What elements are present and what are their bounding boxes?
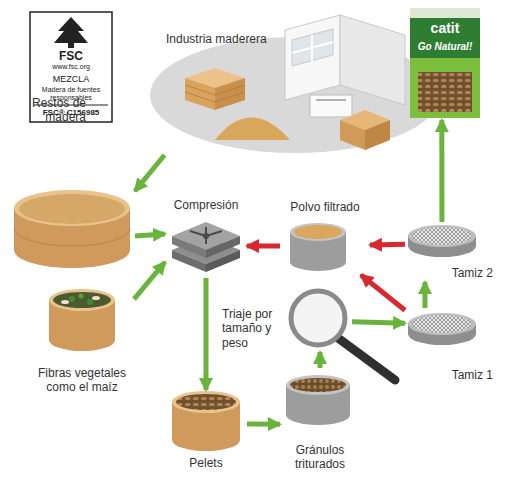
node-label: Pelets bbox=[165, 456, 247, 470]
flow-arrow bbox=[361, 275, 405, 310]
node-label: Compresión bbox=[165, 198, 247, 212]
crate bbox=[365, 120, 390, 150]
fibre-leaf bbox=[69, 296, 75, 302]
node-label: Gránulos triturados bbox=[280, 443, 360, 472]
process-node: Gránulos triturados bbox=[280, 368, 360, 476]
crate bbox=[340, 120, 365, 150]
flow-arrow bbox=[422, 282, 427, 308]
filtered-dust bbox=[294, 225, 342, 239]
process-node: Tamiz 1 bbox=[405, 308, 493, 384]
bag-window bbox=[418, 72, 472, 112]
node-label: Tamiz 1 bbox=[443, 368, 493, 382]
flow-arrow bbox=[204, 278, 209, 390]
logo-text: FSC® C156985 bbox=[30, 108, 112, 118]
process-node: Restos de madera bbox=[10, 92, 135, 272]
magnifier-handle bbox=[338, 338, 395, 380]
logo-text: Madera de fuentes responsables bbox=[34, 86, 108, 103]
tree-logo bbox=[54, 17, 88, 48]
node-label: catit bbox=[405, 20, 485, 37]
saw-blade bbox=[316, 99, 346, 101]
node-label: Industria maderera bbox=[166, 32, 286, 46]
flow-arrow bbox=[247, 422, 280, 427]
flow-arrow bbox=[134, 262, 165, 299]
bowl-rim bbox=[14, 190, 130, 226]
bowl-rim bbox=[290, 223, 346, 241]
flow-arrow bbox=[370, 242, 405, 248]
plank-line bbox=[185, 85, 245, 102]
corn-fibre bbox=[92, 296, 100, 300]
connectors bbox=[134, 120, 442, 424]
flow-arrow bbox=[135, 155, 165, 191]
sawdust bbox=[19, 194, 125, 224]
pellets bbox=[176, 394, 236, 410]
granules bbox=[290, 378, 346, 392]
node-label: Polvo filtrado bbox=[280, 200, 370, 214]
node-label: Tamiz 2 bbox=[443, 266, 493, 280]
press-plate bbox=[172, 236, 206, 258]
window-bar bbox=[292, 42, 333, 53]
bowl-rim bbox=[49, 289, 115, 311]
corn-fibre bbox=[61, 300, 69, 304]
plant-fibres bbox=[53, 292, 111, 308]
fibre-leaf bbox=[79, 294, 84, 299]
wood-grain bbox=[14, 228, 130, 246]
press-handle bbox=[190, 227, 222, 244]
flow-arrow bbox=[439, 120, 444, 222]
process-node: Tamiz 2 bbox=[405, 222, 493, 282]
logo-text: www.fsc.org bbox=[30, 63, 112, 71]
fibre-leaf bbox=[87, 299, 93, 305]
building-wall bbox=[285, 15, 340, 100]
node-label: Fibras vegetales como el maíz bbox=[32, 366, 132, 395]
building-wall bbox=[340, 15, 405, 105]
process-node: Triaje por tamaño y peso bbox=[222, 285, 352, 352]
building-window bbox=[292, 29, 333, 66]
flow-arrow bbox=[318, 352, 323, 368]
node-label: Triaje por tamaño y peso bbox=[222, 307, 288, 350]
process-node: catit Go Natural! bbox=[405, 5, 485, 120]
magnifier-lens bbox=[291, 291, 345, 345]
process-node: Polvo filtrado bbox=[280, 200, 370, 275]
logo-text: MEZCLA bbox=[30, 74, 112, 85]
plank-stack bbox=[215, 78, 245, 110]
press-hub bbox=[203, 233, 209, 239]
plank-stack bbox=[185, 78, 215, 110]
sieve-rim bbox=[408, 225, 476, 247]
sieve-mesh bbox=[412, 227, 472, 245]
logo-text: FSC bbox=[30, 49, 112, 63]
flow-arrow bbox=[135, 234, 165, 236]
press-plate bbox=[206, 236, 240, 258]
process-node: Pelets bbox=[165, 390, 247, 475]
saw-machine bbox=[310, 95, 352, 117]
flow-arrow bbox=[352, 322, 405, 323]
process-node: Compresión bbox=[165, 198, 247, 278]
sawdust-heap bbox=[215, 118, 290, 141]
process-node: Fibras vegetales como el maíz bbox=[30, 288, 134, 400]
sieve-rim bbox=[408, 313, 476, 335]
flow-arrow bbox=[247, 243, 280, 248]
bowl-rim bbox=[172, 391, 240, 413]
bowl-rim bbox=[286, 375, 350, 395]
process-node: Industria maderera bbox=[150, 22, 440, 155]
sieve-mesh bbox=[412, 315, 472, 333]
node-sublabel: Go Natural! bbox=[405, 41, 485, 53]
